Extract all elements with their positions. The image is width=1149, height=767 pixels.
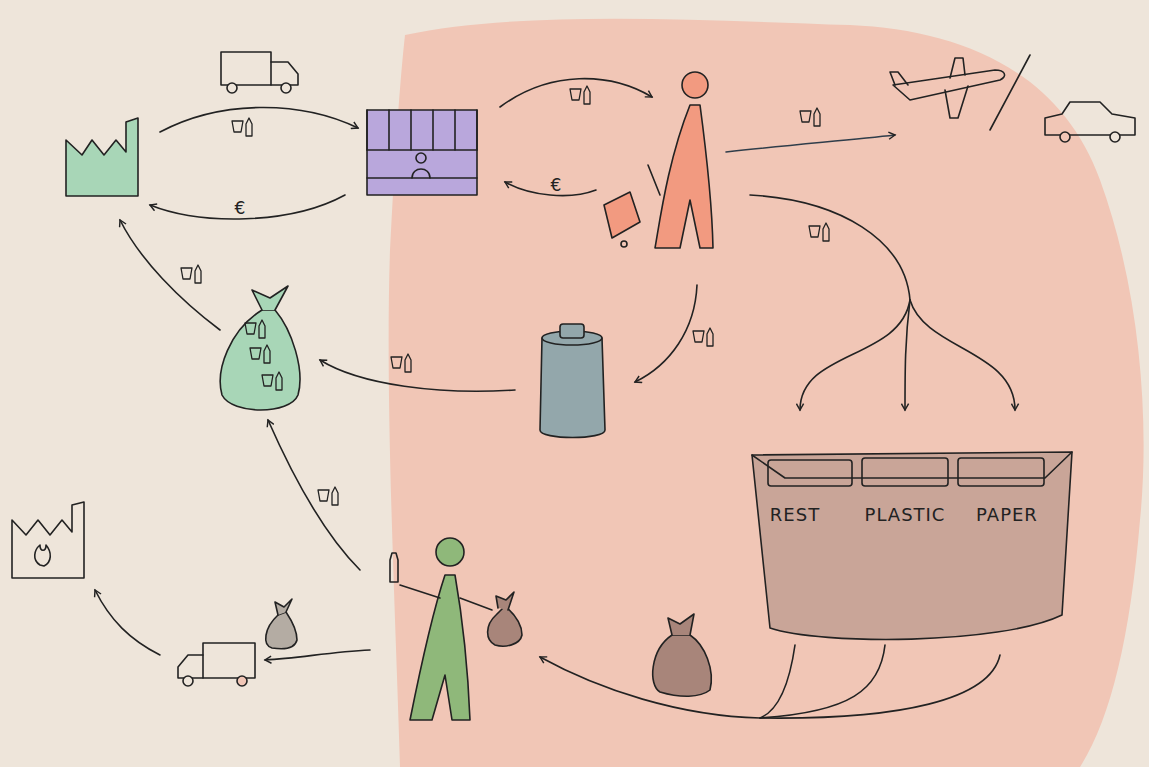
recycling-bin: REST PLASTIC PAPER <box>755 497 1065 531</box>
price-label: € <box>549 176 564 194</box>
price-label: € <box>233 199 248 217</box>
bin-label: PAPER <box>976 504 1038 525</box>
bin-label: REST <box>770 504 820 525</box>
bin-label: PLASTIC <box>865 504 946 525</box>
region <box>389 19 1144 767</box>
